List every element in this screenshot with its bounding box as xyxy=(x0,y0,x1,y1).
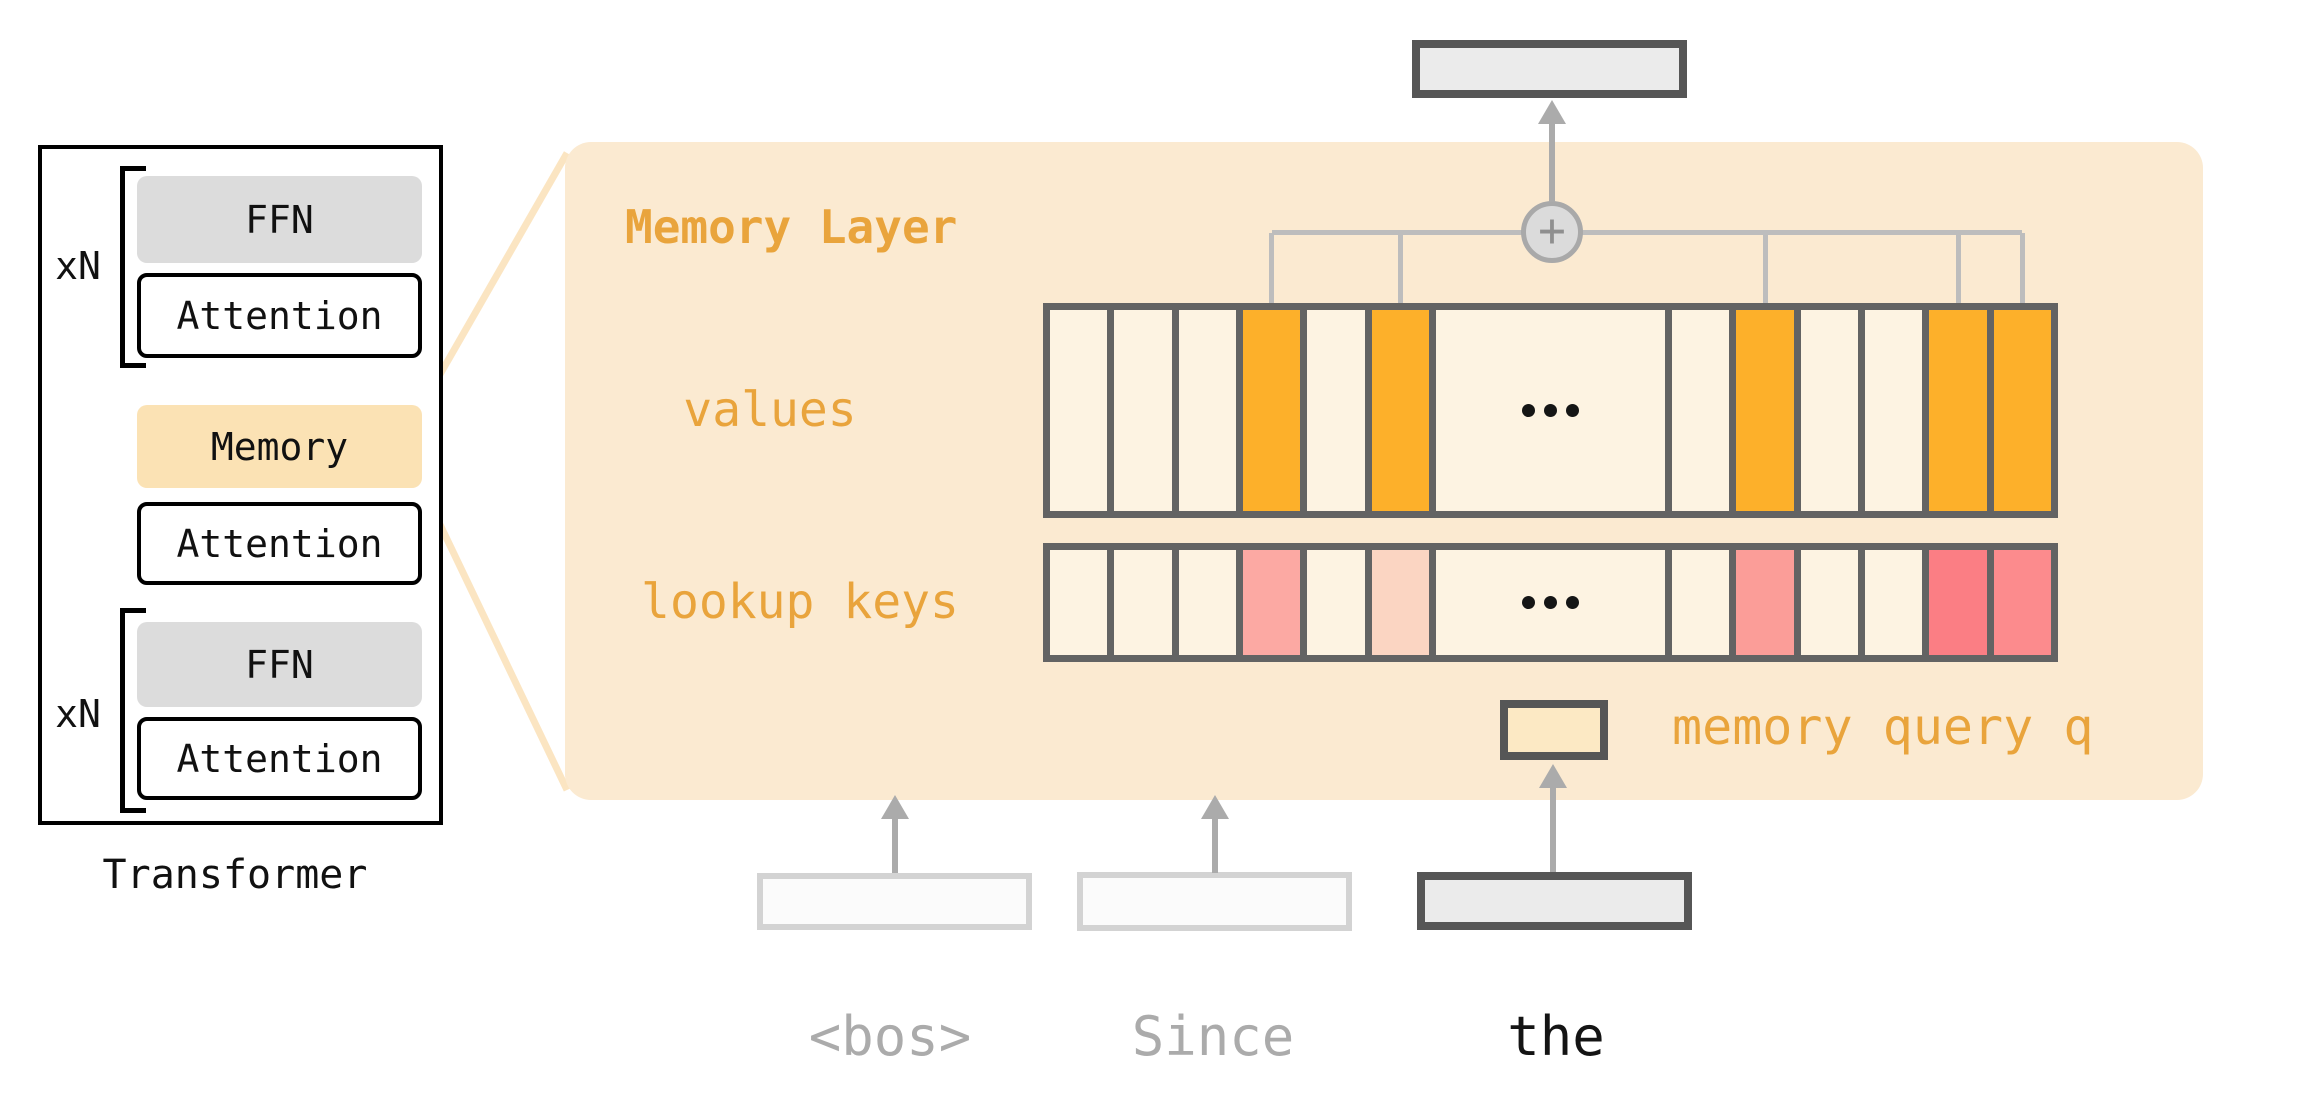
value-cell xyxy=(1865,310,1923,511)
block-label: Attention xyxy=(176,521,383,566)
token-label-since: Since xyxy=(1131,1005,1295,1068)
value-cell xyxy=(1242,310,1301,511)
key-cell xyxy=(1178,550,1236,655)
ellipsis-icon xyxy=(1522,596,1579,609)
value-cell xyxy=(1800,310,1859,511)
output-embedding-box xyxy=(1412,40,1687,98)
repeat-label-bottom: xN xyxy=(55,692,101,736)
token-embedding-box-since xyxy=(1077,872,1352,931)
key-cell xyxy=(1993,550,2051,655)
key-cell xyxy=(1865,550,1923,655)
values-row xyxy=(1043,303,2058,518)
connector-stub xyxy=(1397,233,1403,303)
block-label: Memory xyxy=(210,424,349,469)
value-cell xyxy=(1929,310,1987,511)
value-cell xyxy=(1736,310,1794,511)
key-cell xyxy=(1736,550,1794,655)
block-ffn-bottom: FFN xyxy=(137,622,422,707)
key-cell xyxy=(1307,550,1365,655)
bos-arrow-shaft xyxy=(892,815,898,873)
lookup-keys-row xyxy=(1043,543,2058,662)
key-cell xyxy=(1672,550,1730,655)
block-label: FFN xyxy=(245,197,314,242)
value-cell xyxy=(1672,310,1730,511)
key-cell xyxy=(1800,550,1859,655)
block-label: Attention xyxy=(176,736,383,781)
connector-stub xyxy=(2019,233,2025,303)
value-cell xyxy=(1307,310,1365,511)
connector-stub xyxy=(1269,233,1275,303)
memory-query-label: memory query q xyxy=(1672,698,2094,756)
value-cell xyxy=(1371,310,1429,511)
token-label-the: the xyxy=(1507,1005,1605,1068)
since-arrow-shaft xyxy=(1212,815,1218,873)
key-cell xyxy=(1050,550,1108,655)
values-label: values xyxy=(683,382,857,438)
connector-bus xyxy=(1271,230,2023,235)
block-label: FFN xyxy=(245,642,314,687)
block-attention-bottom: Attention xyxy=(137,717,422,800)
key-cell xyxy=(1242,550,1301,655)
block-attention-middle: Attention xyxy=(137,502,422,585)
plus-icon: + xyxy=(1538,203,1566,257)
query-arrow-shaft xyxy=(1550,784,1556,872)
block-ffn-top: FFN xyxy=(137,176,422,263)
block-memory: Memory xyxy=(137,405,422,488)
value-cell xyxy=(1178,310,1236,511)
value-cell xyxy=(1993,310,2051,511)
memory-query-box xyxy=(1500,700,1608,760)
repeat-bracket-top xyxy=(120,166,146,368)
key-cell xyxy=(1929,550,1987,655)
connector-stub xyxy=(1955,233,1961,303)
repeat-bracket-bottom xyxy=(120,608,146,813)
connector-stub xyxy=(1762,233,1768,303)
value-cell xyxy=(1114,310,1172,511)
token-embedding-box-the xyxy=(1417,872,1692,930)
memory-layer-title: Memory Layer xyxy=(625,200,958,254)
value-cell xyxy=(1050,310,1108,511)
transformer-caption: Transformer xyxy=(102,852,368,898)
keys-label: lookup keys xyxy=(641,574,959,630)
ellipsis-icon xyxy=(1522,404,1579,417)
block-label: Attention xyxy=(176,293,383,338)
ellipsis-cell xyxy=(1435,310,1666,511)
sum-node-icon: + xyxy=(1521,201,1583,263)
key-cell xyxy=(1371,550,1429,655)
repeat-label-top: xN xyxy=(55,244,101,288)
ellipsis-cell xyxy=(1435,550,1666,655)
token-embedding-box-bos xyxy=(757,873,1032,930)
output-arrow-shaft xyxy=(1549,120,1555,202)
token-label-bos: <bos> xyxy=(808,1005,972,1068)
key-cell xyxy=(1114,550,1172,655)
block-attention-top: Attention xyxy=(137,273,422,358)
